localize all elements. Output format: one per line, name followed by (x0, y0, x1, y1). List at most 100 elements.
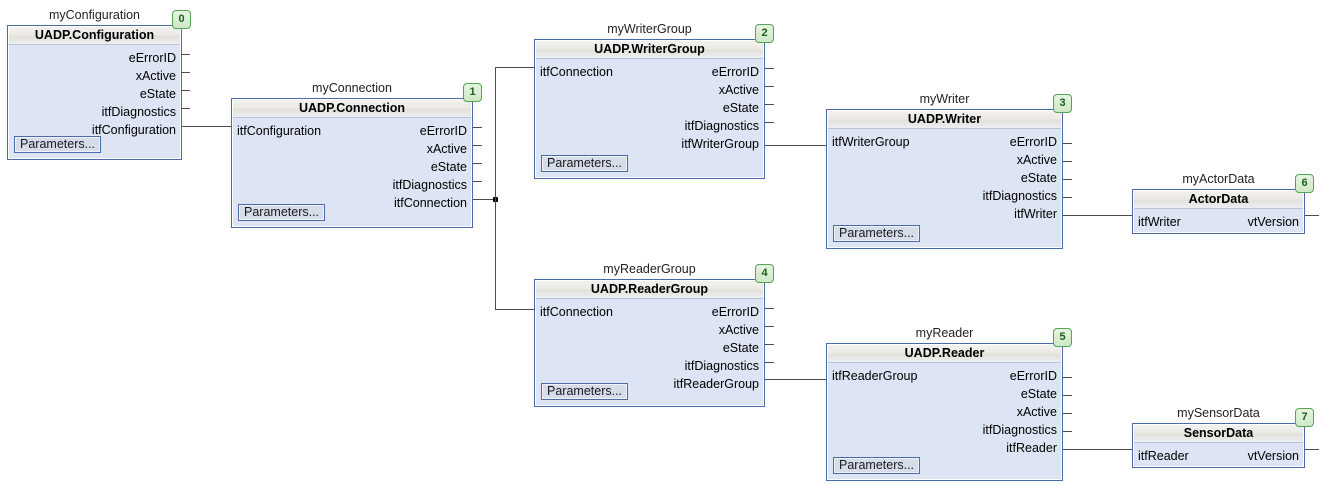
block-instance-name: myActorData (1182, 172, 1255, 186)
block-body[interactable]: UADP.ReaderGroup itfConnection eErrorID … (534, 279, 765, 407)
pin-out-eErrorID[interactable]: eErrorID (1009, 135, 1057, 149)
pin-out-eErrorID[interactable]: eErrorID (1009, 369, 1057, 383)
block-badge: 5 (1053, 328, 1072, 347)
block-body[interactable]: UADP.Writer itfWriterGroup eErrorID xAct… (826, 109, 1063, 249)
block-writergroup[interactable]: myWriterGroup UADP.WriterGroup itfConnec… (534, 22, 774, 179)
block-instance-name: myConfiguration (48, 8, 140, 22)
block-body[interactable]: UADP.Reader itfReaderGroup eErrorID eSta… (826, 343, 1063, 481)
pin-stub-vtVersion (1305, 215, 1319, 216)
block-type-name: ActorData (1134, 191, 1303, 209)
pin-stub-eErrorID (765, 308, 774, 309)
parameters-button[interactable]: Parameters... (541, 155, 629, 172)
block-badge: 7 (1295, 408, 1314, 427)
wire-connection-out (473, 199, 496, 200)
block-body[interactable]: UADP.Connection itfConfiguration eErrorI… (231, 98, 473, 228)
pin-stub-eState (181, 90, 190, 91)
pin-stub-itfDiagnostics (181, 108, 190, 109)
pin-out-vtVersion[interactable]: vtVersion (1247, 215, 1299, 229)
block-badge: 3 (1053, 94, 1072, 113)
pin-stub-itfDiagnostics (765, 362, 774, 363)
pin-out-itfConfiguration[interactable]: itfConfiguration (91, 123, 176, 137)
block-writer[interactable]: myWriter UADP.Writer itfWriterGroup eErr… (826, 92, 1072, 249)
pin-out-itfDiagnostics[interactable]: itfDiagnostics (101, 105, 176, 119)
pin-stub-vtVersion (1305, 449, 1319, 450)
pin-out-eState[interactable]: eState (722, 341, 759, 355)
block-configuration[interactable]: myConfiguration UADP.Configuration eErro… (7, 8, 191, 160)
pin-out-xActive[interactable]: xActive (1016, 405, 1057, 419)
pin-in-itfReaderGroup[interactable]: itfReaderGroup (832, 369, 918, 383)
pin-stub-xActive (765, 86, 774, 87)
wire-writer-to-actordata (1063, 215, 1132, 216)
pin-out-eErrorID[interactable]: eErrorID (128, 51, 176, 65)
parameters-button[interactable]: Parameters... (238, 204, 326, 221)
block-badge: 0 (172, 10, 191, 29)
pin-stub-eState (1063, 179, 1072, 180)
pin-in-itfWriterGroup[interactable]: itfWriterGroup (832, 135, 910, 149)
pin-stub-xActive (1063, 413, 1072, 414)
block-instance-name: mySensorData (1177, 406, 1260, 420)
block-type-name: UADP.Connection (233, 100, 471, 118)
wire-connection-to-writergroup (495, 67, 534, 68)
block-sensordata[interactable]: mySensorData SensorData itfReader vtVers… (1132, 406, 1314, 468)
block-type-name: UADP.WriterGroup (536, 41, 763, 59)
pin-stub-xActive (473, 145, 482, 146)
block-badge: 2 (755, 24, 774, 43)
pin-out-itfWriter[interactable]: itfWriter (1014, 207, 1057, 221)
parameters-button[interactable]: Parameters... (833, 457, 921, 474)
block-body[interactable]: UADP.WriterGroup itfConnection eErrorID … (534, 39, 765, 179)
pin-in-itfWriter[interactable]: itfWriter (1138, 215, 1181, 229)
parameters-button[interactable]: Parameters... (14, 136, 102, 153)
pin-out-itfDiagnostics[interactable]: itfDiagnostics (982, 423, 1057, 437)
pin-stub-eErrorID (1063, 377, 1072, 378)
pin-out-xActive[interactable]: xActive (1016, 153, 1057, 167)
pin-in-itfConfiguration[interactable]: itfConfiguration (237, 124, 322, 138)
pin-stub-itfDiagnostics (765, 122, 774, 123)
pin-out-eErrorID[interactable]: eErrorID (419, 124, 467, 138)
pin-stub-eErrorID (1063, 143, 1072, 144)
block-body[interactable]: ActorData itfWriter vtVersion (1132, 189, 1305, 234)
block-type-name: UADP.Writer (828, 111, 1061, 129)
pin-stub-xActive (765, 326, 774, 327)
pin-in-itfConnection[interactable]: itfConnection (540, 305, 613, 319)
block-body[interactable]: UADP.Configuration eErrorID xActive eSta… (7, 25, 182, 160)
block-actordata[interactable]: myActorData ActorData itfWriter vtVersio… (1132, 172, 1314, 234)
pin-out-xActive[interactable]: xActive (718, 323, 759, 337)
wire-configuration-to-connection (181, 126, 231, 127)
block-connection[interactable]: myConnection UADP.Connection itfConfigur… (231, 81, 482, 228)
pin-out-eState[interactable]: eState (139, 87, 176, 101)
pin-out-xActive[interactable]: xActive (718, 83, 759, 97)
pin-out-itfReader[interactable]: itfReader (1006, 441, 1057, 455)
parameters-button[interactable]: Parameters... (833, 225, 921, 242)
pin-out-itfWriterGroup[interactable]: itfWriterGroup (681, 137, 759, 151)
parameters-button[interactable]: Parameters... (541, 383, 629, 400)
pin-out-vtVersion[interactable]: vtVersion (1247, 449, 1299, 463)
pin-out-itfDiagnostics[interactable]: itfDiagnostics (982, 189, 1057, 203)
pin-out-eErrorID[interactable]: eErrorID (711, 305, 759, 319)
pin-out-eErrorID[interactable]: eErrorID (711, 65, 759, 79)
wire-connection-trunk (495, 67, 496, 310)
block-body[interactable]: SensorData itfReader vtVersion (1132, 423, 1305, 468)
wire-readergroup-to-reader (765, 379, 826, 380)
pin-in-itfConnection[interactable]: itfConnection (540, 65, 613, 79)
wire-connection-to-readergroup (495, 309, 534, 310)
pin-stub-eErrorID (765, 68, 774, 69)
pin-out-eState[interactable]: eState (1020, 171, 1057, 185)
pin-out-eState[interactable]: eState (722, 101, 759, 115)
block-readergroup[interactable]: myReaderGroup UADP.ReaderGroup itfConnec… (534, 262, 774, 407)
pin-out-eState[interactable]: eState (430, 160, 467, 174)
pin-stub-eState (473, 163, 482, 164)
pin-out-eState[interactable]: eState (1020, 387, 1057, 401)
pin-out-itfReaderGroup[interactable]: itfReaderGroup (673, 377, 759, 391)
pin-out-xActive[interactable]: xActive (426, 142, 467, 156)
pin-out-itfDiagnostics[interactable]: itfDiagnostics (392, 178, 467, 192)
pin-out-itfConnection[interactable]: itfConnection (394, 196, 467, 210)
wire-writergroup-to-writer (765, 145, 826, 146)
block-instance-name: myReaderGroup (603, 262, 696, 276)
pin-stub-xActive (1063, 161, 1072, 162)
pin-out-itfDiagnostics[interactable]: itfDiagnostics (684, 119, 759, 133)
pin-out-xActive[interactable]: xActive (135, 69, 176, 83)
pin-out-itfDiagnostics[interactable]: itfDiagnostics (684, 359, 759, 373)
pin-in-itfReader[interactable]: itfReader (1138, 449, 1189, 463)
pin-stub-itfDiagnostics (1063, 431, 1072, 432)
block-reader[interactable]: myReader UADP.Reader itfReaderGroup eErr… (826, 326, 1072, 481)
